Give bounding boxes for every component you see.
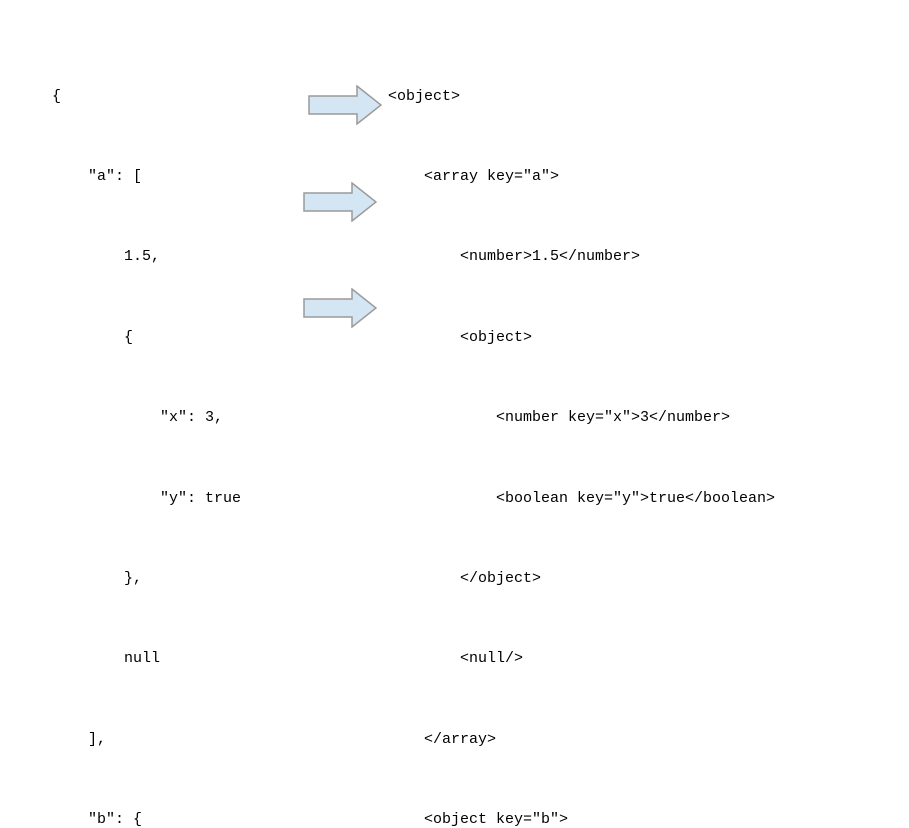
json-line: }, (52, 569, 143, 587)
right-arrow-icon (303, 182, 377, 222)
json-line: { (52, 328, 134, 346)
xml-result-code: <object> <array key="a"> <number>1.5</nu… (388, 30, 775, 828)
xml-line: <null/> (388, 650, 524, 668)
xml-line: <number>1.5</number> (388, 248, 641, 266)
xml-line: </object> (388, 569, 542, 587)
json-line: null (52, 650, 161, 668)
xml-line: <object> (388, 87, 461, 105)
json-line: { (52, 87, 62, 105)
json-line: "y": true (52, 489, 242, 507)
xml-line: </array> (388, 730, 497, 748)
json-line: "b": { (52, 811, 143, 828)
xml-line: <number key="x">3</number> (388, 409, 731, 427)
xml-line: <boolean key="y">true</boolean> (388, 489, 776, 507)
json-source-code: { "a": [ 1.5, { "x": 3, "y": true }, nul… (52, 30, 241, 828)
xml-line: <array key="a"> (388, 167, 560, 185)
json-line: 1.5, (52, 248, 161, 266)
xml-line: <object key="b"> (388, 811, 569, 828)
right-arrow-icon (303, 288, 377, 328)
json-line: "a": [ (52, 167, 143, 185)
xml-line: <object> (388, 328, 533, 346)
json-line: ], (52, 730, 107, 748)
json-line: "x": 3, (52, 409, 224, 427)
right-arrow-icon (308, 85, 382, 125)
json-to-xml-figure: { "a": [ 1.5, { "x": 3, "y": true }, nul… (52, 85, 776, 828)
